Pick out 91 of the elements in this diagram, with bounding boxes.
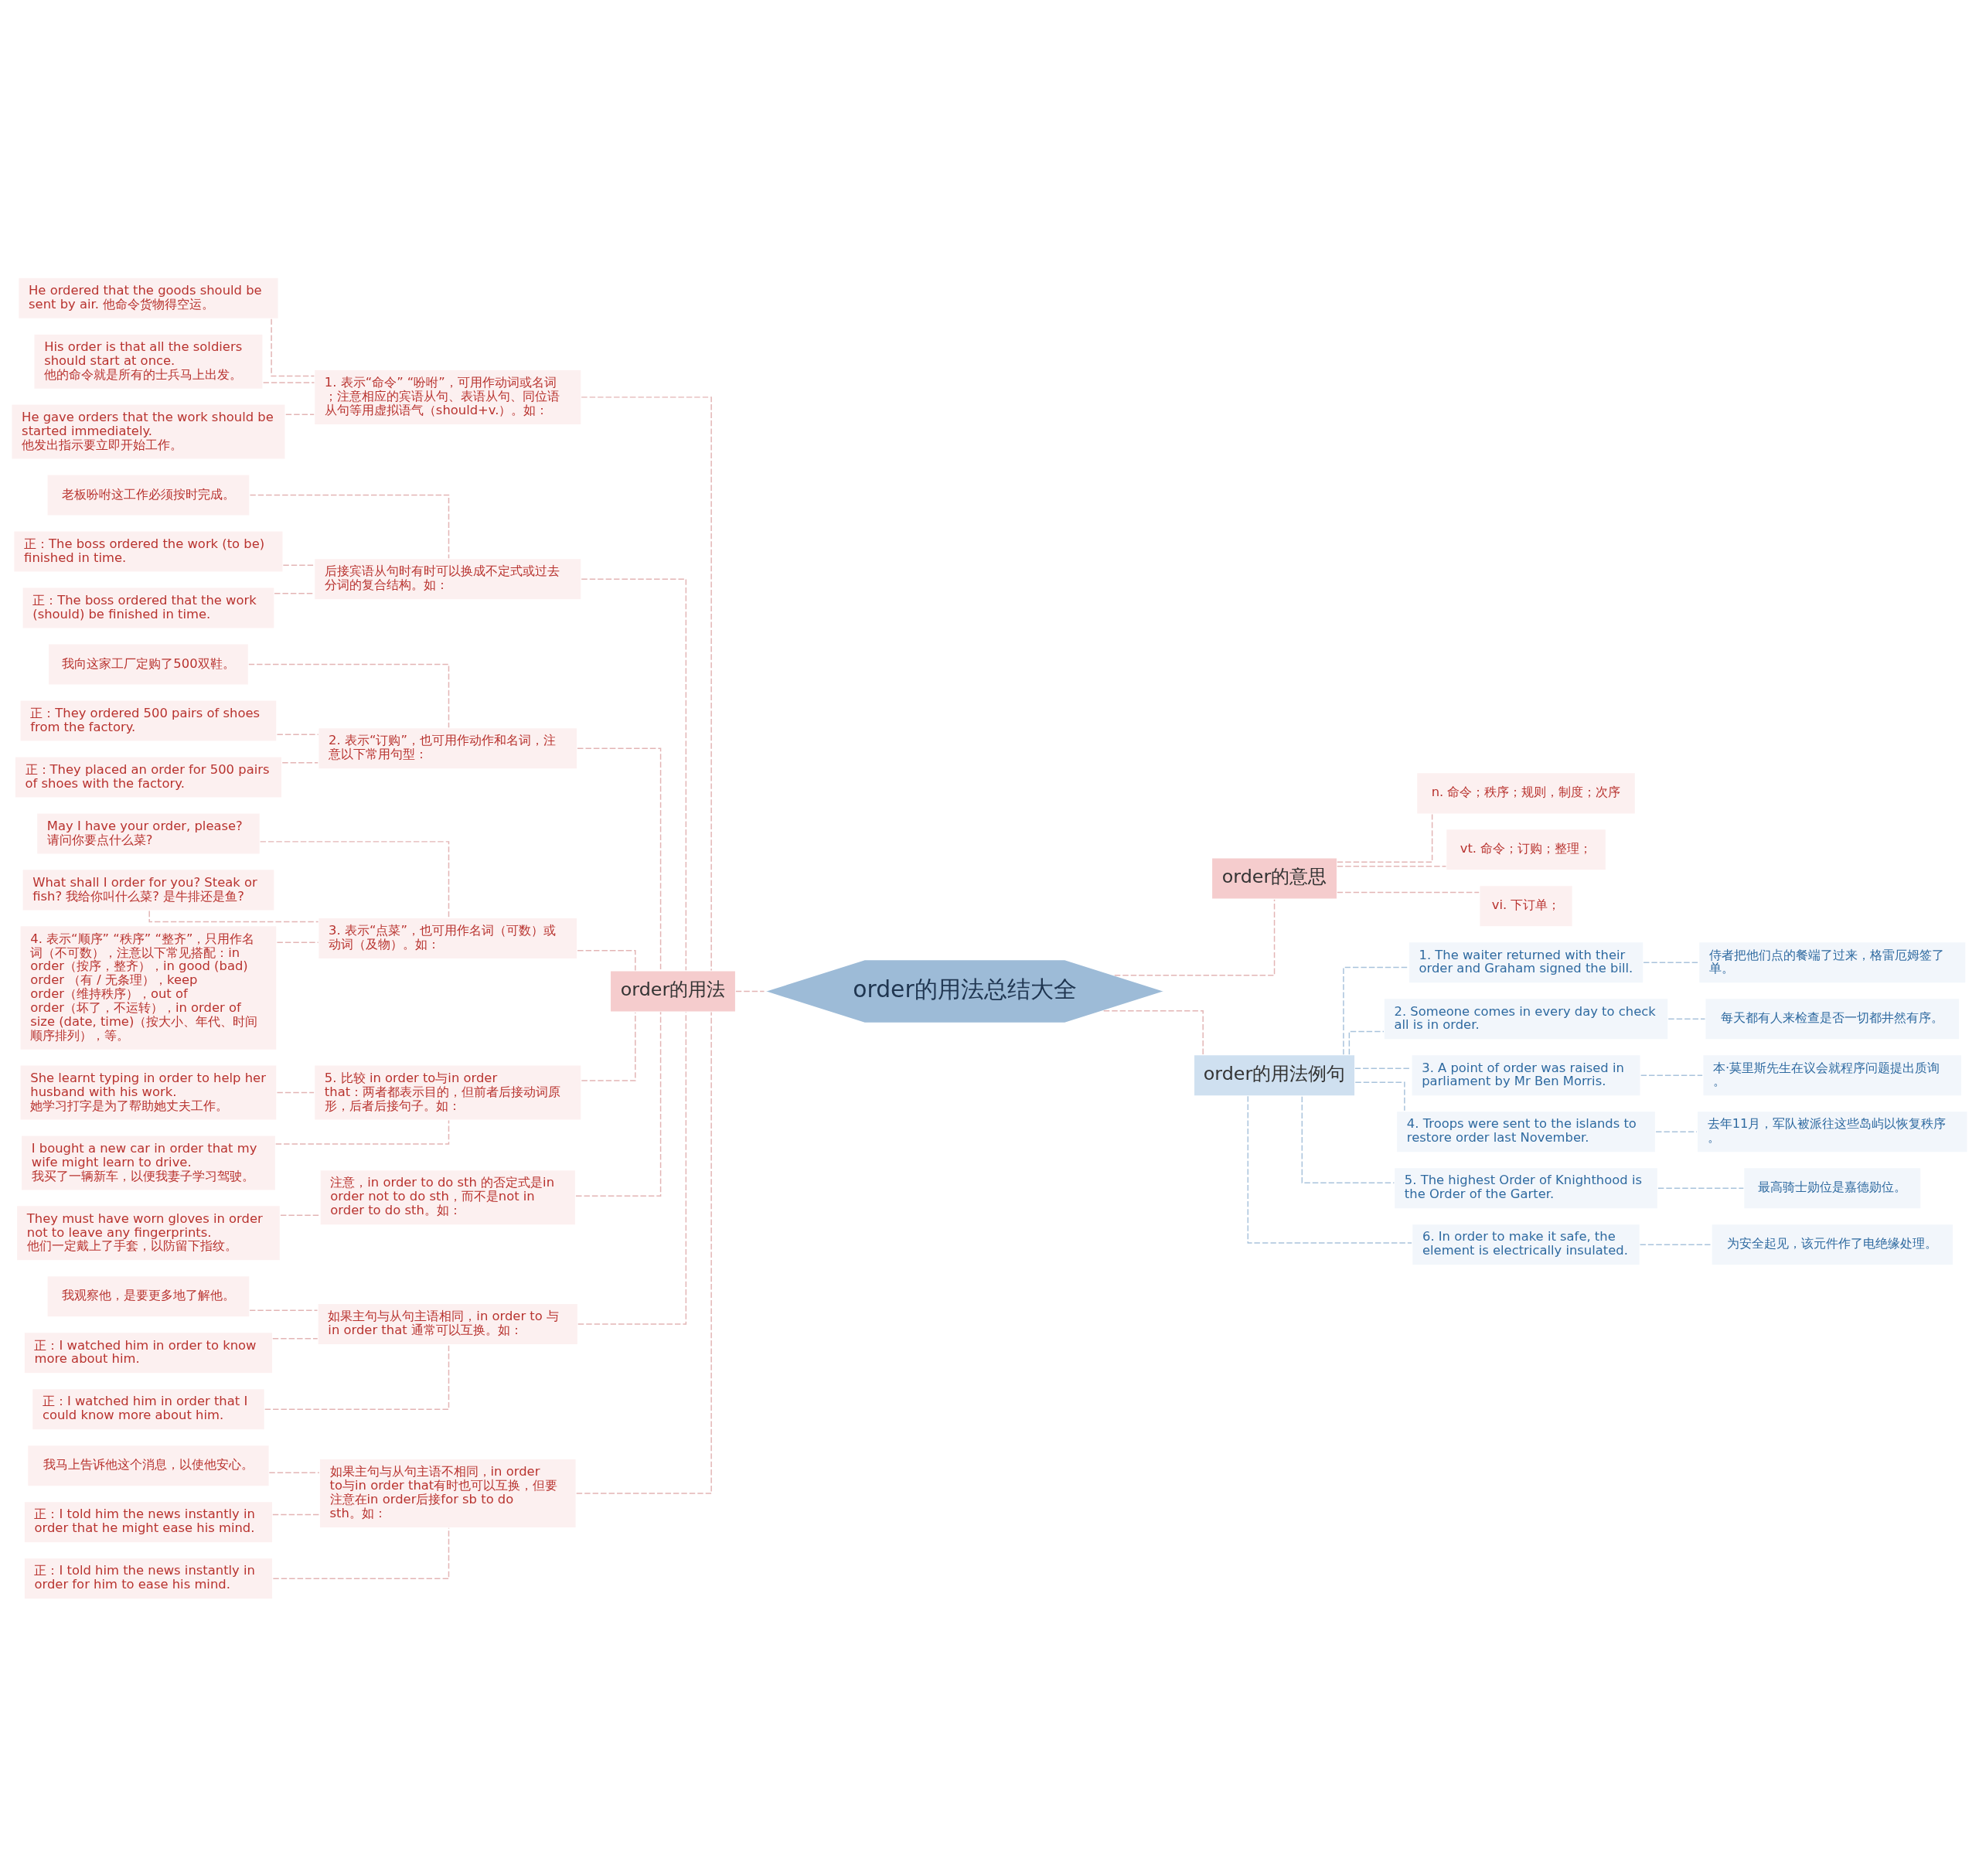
node-box: 2. 表示“订购”，也可用作动作和名词，注意以下常用句型： xyxy=(317,727,578,770)
node-box: 后接宾语从句时有时可以换成不定式或过去分词的复合结构。如： xyxy=(313,557,582,601)
node-box: May I have your order, please? 请问你要点什么菜? xyxy=(36,812,261,855)
connector xyxy=(271,318,315,376)
connector xyxy=(1639,1244,1712,1245)
node-box: 本·莫里斯先生在议会就程序问题提出质询。 xyxy=(1701,1054,1963,1097)
connector xyxy=(1337,891,1480,893)
connector xyxy=(280,1214,321,1216)
node-box: 5. 比较 in order to与in order that：两者都表示目的，但前者后接动词原形，后者后接句子。如： xyxy=(313,1064,582,1121)
connector xyxy=(1114,898,1276,976)
connector xyxy=(249,1309,318,1311)
connector xyxy=(1354,1067,1412,1069)
connector xyxy=(1337,813,1433,863)
connector xyxy=(272,1337,318,1339)
node-box: 2. Someone comes in every day to check all is in order. xyxy=(1383,997,1669,1040)
connector xyxy=(1348,1030,1385,1055)
connector xyxy=(581,578,687,971)
connector xyxy=(1354,1081,1405,1111)
node-box: 我观察他，是要更多地了解他。 xyxy=(46,1275,250,1318)
node-box: 注意，in order to do sth 的否定式是in order not to do sth，而不是not in order to do sth。如： xyxy=(319,1169,577,1226)
node-box: I bought a new car in order that my wife might learn to drive. 我买了一辆新车，以便我妻子学习驾驶。 xyxy=(20,1134,277,1191)
node-box: 老板吩咐这工作必须按时完成。 xyxy=(46,473,250,516)
connector xyxy=(259,840,450,918)
node-box: 3. A point of order was raised in parliament by Mr Ben Morris. xyxy=(1411,1054,1641,1097)
connector xyxy=(1657,1187,1745,1189)
connector xyxy=(735,990,765,992)
connector xyxy=(248,663,450,728)
connector xyxy=(575,1011,712,1494)
connector xyxy=(282,564,315,566)
connector xyxy=(575,1011,662,1197)
node-box: 1. The waiter returned with their order and Graham signed the bill. xyxy=(1408,941,1644,984)
node-box: 4. Troops were sent to the islands to restore order last November. xyxy=(1395,1110,1657,1153)
node-box: 正：The boss ordered that the work (should) be finished in time. xyxy=(22,586,275,629)
node-box: 我马上告诉他这个消息，以使他安心。 xyxy=(26,1444,271,1487)
node-box: 正：I told him the news instantly in order that he might ease his mind. xyxy=(23,1500,274,1544)
connector xyxy=(1301,1095,1395,1183)
connector xyxy=(1343,966,1409,1055)
node-box: 我向这家工厂定购了500双鞋。 xyxy=(47,642,250,686)
connector xyxy=(1655,1131,1698,1132)
connector xyxy=(581,396,712,971)
node-box: vi. 下订单； xyxy=(1478,884,1574,928)
node-box: 1. 表示“命令” “吩咐”，可用作动词或名词；注意相应的宾语从句、表语从句、同位语从句等用虚拟语气（should+v.）。如： xyxy=(313,368,582,425)
node-box: 侍者把他们点的餐端了过来，格雷厄姆签了单。 xyxy=(1698,941,1967,984)
connector xyxy=(1640,1074,1703,1076)
node-box: 正：I watched him in order that I could know more about him. xyxy=(31,1387,266,1431)
connector xyxy=(276,734,319,735)
connector xyxy=(581,1011,636,1081)
connector xyxy=(1247,1095,1412,1244)
connector xyxy=(276,1091,315,1093)
connector xyxy=(1337,865,1447,867)
node-box: His order is that all the soldiers should start at once. 他的命令就是所有的士兵马上出发。 xyxy=(33,332,264,390)
node-box: They must have worn gloves in order not to leave any fingerprints. 他们一定戴上了手套，以防留下指纹。 xyxy=(15,1204,281,1261)
node-box: 去年11月，军队被派往这些岛屿以恢复秩序。 xyxy=(1696,1110,1969,1153)
node-box: 正：The boss ordered the work (to be) finished in time. xyxy=(12,529,284,573)
node-box: 为安全起见，该元件作了电绝缘处理。 xyxy=(1711,1223,1954,1266)
connector xyxy=(276,941,319,943)
connector xyxy=(577,747,662,971)
node-box: She learnt typing in order to help her husband with his work. 她学习打字是为了帮助她丈夫工作。 xyxy=(19,1064,278,1121)
node-box: 4. 表示“顺序” “秩序” “整齐”，只用作名词（不可数），注意以下常见搭配：in order（按序，整齐），in good (bad) order （有 / 无条理），keep order（维持秩序），out of order（坏了，不运转），in order of size (date, time)（按大小、年代、时间顺序排列），等。 xyxy=(19,924,278,1050)
node-box: order的意思 xyxy=(1211,856,1338,900)
node-box: order的用法 xyxy=(609,969,737,1013)
node-box: 如果主句与从句主语相同，in order to 与 in order that 通常可以互换。如： xyxy=(317,1302,579,1346)
node-box: n. 命令；秩序；规则，制度；次序 xyxy=(1415,771,1637,815)
connector xyxy=(577,949,636,971)
node-box: 如果主句与从句主语不相同，in order to与in order that有时也可以互换，但要注意在in order后接for sb to do sth。如： xyxy=(318,1458,577,1528)
connector xyxy=(1102,1009,1204,1055)
node-box: He ordered that the goods should be sent by air. 他命令货物得空运。 xyxy=(17,276,280,319)
node-box: What shall I order for you? Steak or fish? 我给你叫什么菜? 是牛排还是鱼? xyxy=(22,868,275,911)
node-box: vt. 命令；订购；整理； xyxy=(1445,828,1607,871)
node-box: 正：They placed an order for 500 pairs of shoes with the factory. xyxy=(14,755,283,798)
connector xyxy=(264,1344,450,1410)
connector xyxy=(268,1471,320,1473)
node-box: 3. 表示“点菜”，也可用作名词（可数）或动词（及物）。如： xyxy=(317,916,578,960)
node-box: 正：I watched him in order to know more about him. xyxy=(23,1331,274,1374)
node-box: He gave orders that the work should be started immediately. 他发出指示要立即开始工作。 xyxy=(10,403,286,460)
connector xyxy=(1643,962,1700,963)
connector xyxy=(249,494,450,559)
connector xyxy=(1667,1018,1706,1020)
node-box: 最高骑士勋位是嘉德勋位。 xyxy=(1742,1166,1922,1210)
node-box: 每天都有人来检查是否一切都井然有序。 xyxy=(1704,997,1960,1040)
node-box: order的用法例句 xyxy=(1193,1054,1356,1097)
node-box: 6. In order to make it safe, the element is electrically insulated. xyxy=(1411,1223,1641,1266)
connector xyxy=(281,761,318,764)
connector xyxy=(272,1513,320,1515)
node-box: 正：I told him the news instantly in order for him to ease his mind. xyxy=(23,1557,274,1600)
connector xyxy=(148,910,319,922)
node-box: 5. The highest Order of Knighthood is the Order of the Garter. xyxy=(1393,1166,1659,1210)
connector xyxy=(285,413,315,415)
connector xyxy=(577,1011,687,1325)
connector xyxy=(262,381,315,383)
node-box: 正：They ordered 500 pairs of shoes from the factory. xyxy=(19,699,278,742)
